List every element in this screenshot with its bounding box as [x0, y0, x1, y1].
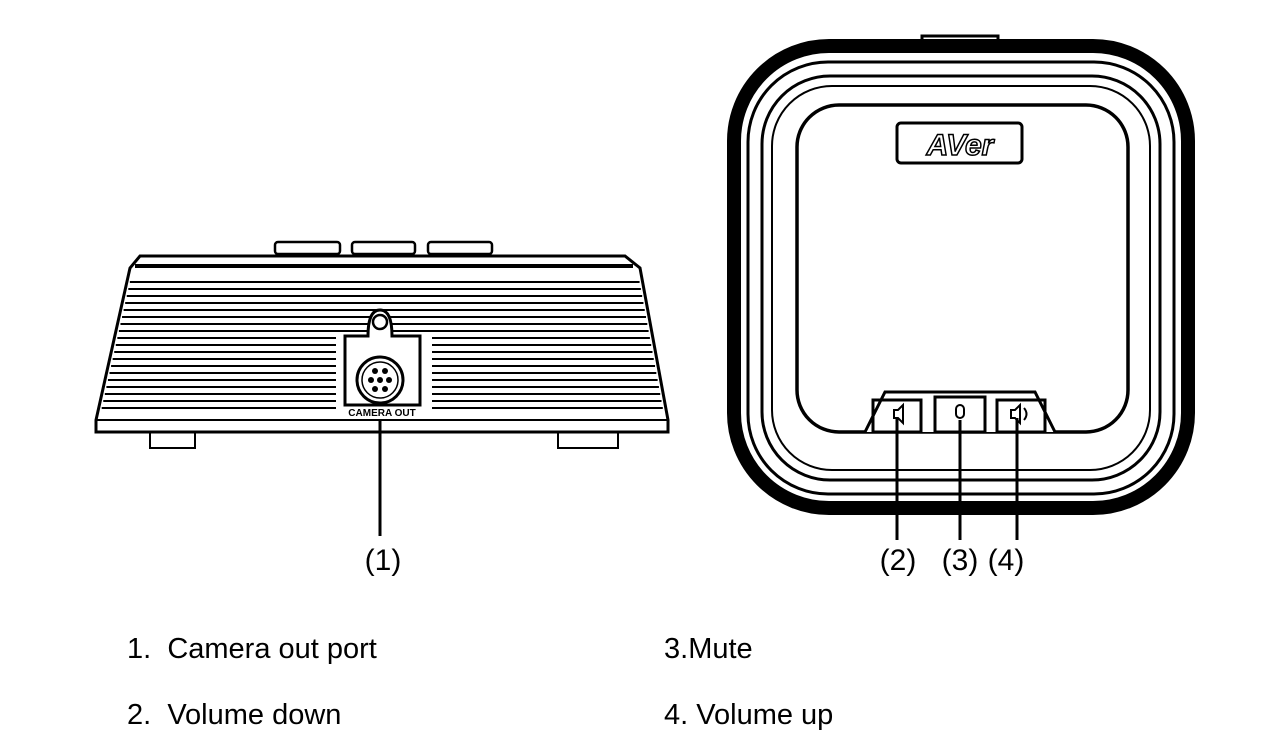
aver-logo — [895, 121, 1024, 165]
camera-out-port — [355, 355, 405, 405]
callout-2: (2) — [880, 544, 917, 577]
item-number: 4. — [664, 699, 689, 731]
top-button — [350, 240, 417, 256]
microphone-icon — [955, 404, 965, 419]
item-text: Volume down — [167, 699, 342, 731]
top-button — [426, 240, 494, 256]
logo-text: AVer — [926, 129, 996, 162]
callout-3: (3) — [942, 544, 979, 577]
item-number: 3. — [664, 633, 689, 665]
legend-item-1: 1. Camera out port — [127, 633, 377, 666]
item-number: 2. — [127, 699, 152, 731]
top-button — [273, 240, 342, 256]
speaker-low-icon — [893, 402, 904, 426]
callout-4: (4) — [988, 544, 1025, 577]
speaker-high-icon — [1010, 402, 1028, 426]
top-view-device — [727, 34, 1195, 540]
foot — [557, 431, 619, 449]
callout-1: (1) — [365, 544, 402, 577]
legend-item-2: 2. Volume down — [127, 699, 341, 732]
camera-out-label: CAMERA OUT — [348, 408, 415, 419]
item-text: Volume up — [696, 699, 834, 731]
item-text: Camera out port — [167, 633, 377, 665]
side-view-device — [94, 240, 670, 536]
legend-item-3: 3.Mute — [664, 633, 753, 666]
item-number: 1. — [127, 633, 152, 665]
foot — [149, 431, 196, 449]
legend-item-4: 4. Volume up — [664, 699, 833, 732]
volume-up-button — [995, 398, 1047, 434]
item-text: Mute — [688, 633, 753, 665]
